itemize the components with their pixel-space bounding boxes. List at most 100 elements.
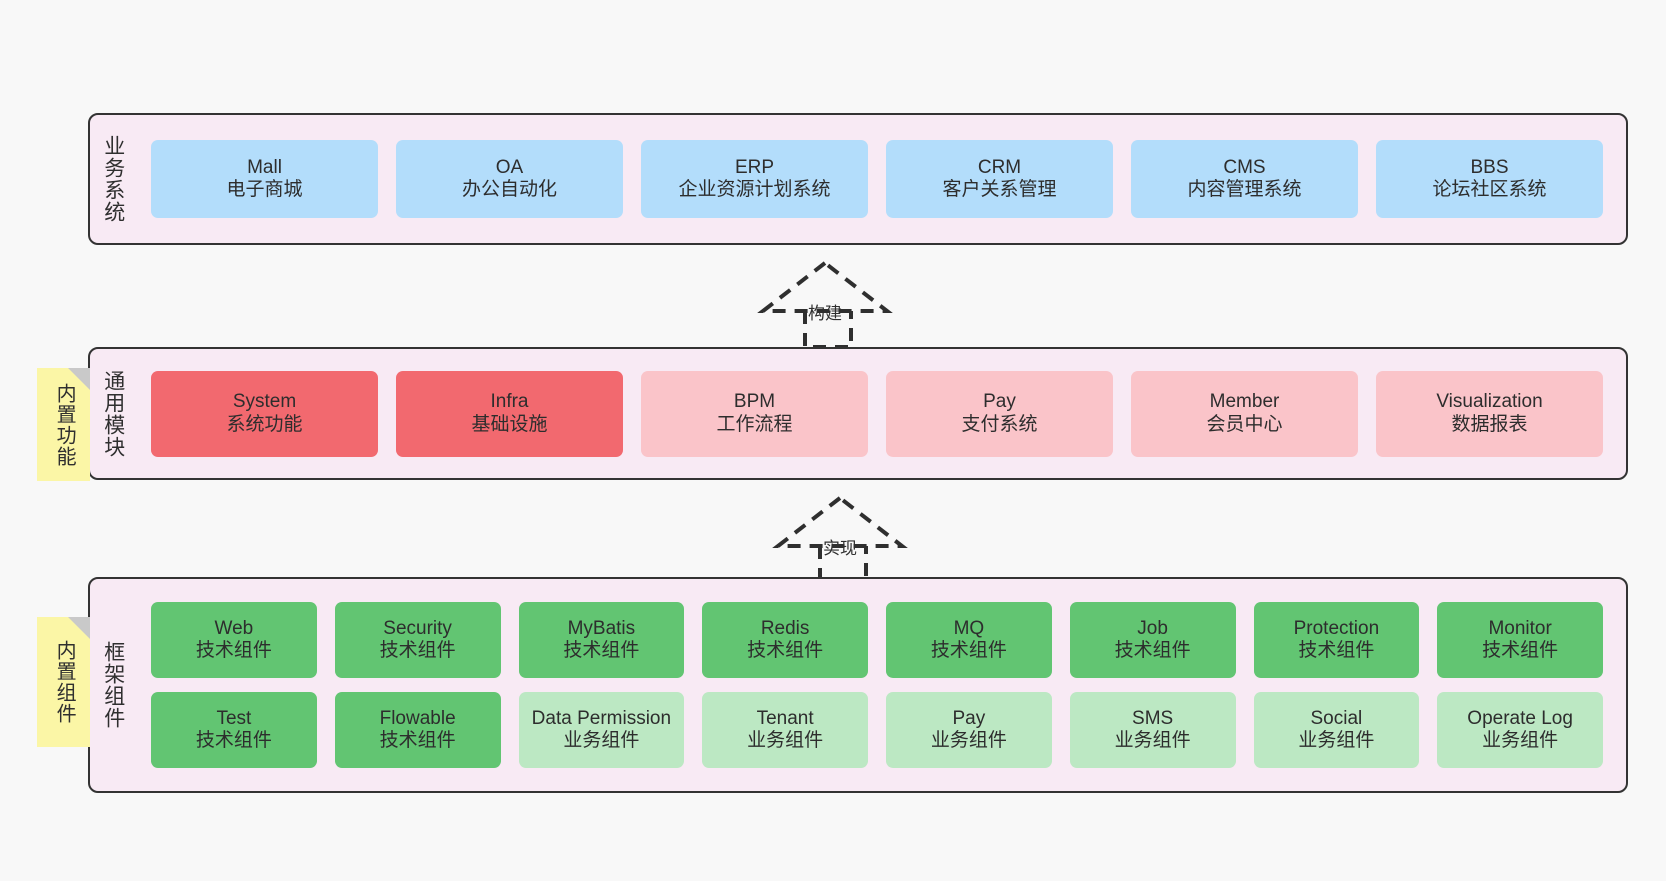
card-title-cn: 数据报表 bbox=[1451, 413, 1528, 435]
note-label: 内置组件 bbox=[53, 640, 76, 724]
card-title-cn: 技术组件 bbox=[195, 640, 272, 661]
card-social[interactable]: Social 业务组件 bbox=[1253, 692, 1420, 768]
card-security[interactable]: Security 技术组件 bbox=[334, 602, 501, 678]
card-title-en: Tenant bbox=[756, 707, 814, 729]
card-title-en: Member bbox=[1209, 391, 1280, 413]
card-title-cn: 技术组件 bbox=[379, 640, 456, 661]
layer-body-common-module: System 系统功能 Infra 基础设施 BPM 工作流程 bbox=[136, 349, 1626, 478]
card-title-en: Operate Log bbox=[1467, 707, 1573, 729]
card-title-en: BBS bbox=[1470, 156, 1509, 178]
card-operate-log[interactable]: Operate Log 业务组件 bbox=[1437, 692, 1603, 768]
card-title-cn: 客户关系管理 bbox=[942, 179, 1057, 200]
card-column: Security 技术组件 Flowable 技术组件 bbox=[326, 602, 510, 768]
card-title-cn: 内容管理系统 bbox=[1187, 179, 1302, 200]
card-sms[interactable]: SMS 业务组件 bbox=[1069, 692, 1236, 768]
card-title-cn: 会员中心 bbox=[1206, 413, 1283, 435]
card-title-en: Pay bbox=[983, 391, 1016, 413]
card-title-cn: 业务组件 bbox=[1114, 730, 1191, 751]
card-title-cn: 技术组件 bbox=[747, 640, 824, 661]
card-column: Protection 技术组件 Social 业务组件 bbox=[1245, 602, 1429, 768]
card-title-en: SMS bbox=[1132, 707, 1174, 729]
card-column: MyBatis 技术组件 Data Permission 业务组件 bbox=[510, 602, 694, 768]
card-mybatis[interactable]: MyBatis 技术组件 bbox=[518, 602, 685, 678]
card-erp[interactable]: ERP 企业资源计划系统 bbox=[641, 140, 868, 218]
card-title-cn: 业务组件 bbox=[563, 730, 640, 751]
card-slot: ERP 企业资源计划系统 bbox=[632, 140, 877, 218]
card-crm[interactable]: CRM 客户关系管理 bbox=[886, 140, 1113, 218]
card-slot: Mall 电子商城 bbox=[142, 140, 387, 218]
card-title-en: Social bbox=[1310, 707, 1363, 729]
card-title-cn: 技术组件 bbox=[1298, 640, 1375, 661]
card-oa[interactable]: OA 办公自动化 bbox=[396, 140, 623, 218]
connector-stem bbox=[803, 311, 853, 349]
card-title-en: Monitor bbox=[1488, 617, 1552, 639]
layer-business-system[interactable]: 业务系统 Mall 电子商城 OA 办公自动化 ERP bbox=[88, 113, 1628, 245]
card-title-en: OA bbox=[495, 156, 524, 178]
card-system[interactable]: System 系统功能 bbox=[151, 370, 378, 457]
card-mall[interactable]: Mall 电子商城 bbox=[151, 140, 378, 218]
card-title-cn: 支付系统 bbox=[961, 413, 1038, 435]
card-redis[interactable]: Redis 技术组件 bbox=[702, 602, 868, 678]
card-pay-component[interactable]: Pay 业务组件 bbox=[886, 692, 1052, 768]
layer-title-framework-component: 框架组件 bbox=[101, 641, 125, 729]
note-builtin-component[interactable]: 内置组件 bbox=[37, 617, 90, 747]
card-title-en: MyBatis bbox=[567, 617, 636, 639]
connector-implement: 实现 bbox=[760, 490, 930, 585]
card-data-permission[interactable]: Data Permission 业务组件 bbox=[518, 692, 685, 768]
card-mq[interactable]: MQ 技术组件 bbox=[886, 602, 1052, 678]
card-protection[interactable]: Protection 技术组件 bbox=[1253, 602, 1420, 678]
card-tenant[interactable]: Tenant 业务组件 bbox=[702, 692, 868, 768]
card-title-en: MQ bbox=[953, 617, 985, 639]
card-title-en: Flowable bbox=[379, 707, 456, 729]
card-title-en: Test bbox=[216, 707, 252, 729]
card-title-cn: 技术组件 bbox=[1482, 640, 1559, 661]
card-slot: Infra 基础设施 bbox=[387, 370, 632, 457]
card-title-cn: 技术组件 bbox=[930, 640, 1007, 661]
card-title-en: ERP bbox=[734, 156, 775, 178]
card-member[interactable]: Member 会员中心 bbox=[1131, 370, 1358, 457]
layer-framework-component[interactable]: 框架组件 Web 技术组件 Test 技术组件 Security bbox=[88, 577, 1628, 793]
card-title-cn: 电子商城 bbox=[226, 179, 303, 200]
layer-title-common-module: 通用模块 bbox=[101, 369, 125, 458]
card-title-cn: 论坛社区系统 bbox=[1432, 179, 1547, 200]
card-slot: BBS 论坛社区系统 bbox=[1367, 140, 1612, 218]
card-flowable[interactable]: Flowable 技术组件 bbox=[334, 692, 501, 768]
card-title-en: Redis bbox=[760, 617, 810, 639]
card-bbs[interactable]: BBS 论坛社区系统 bbox=[1376, 140, 1603, 218]
card-title-en: CMS bbox=[1223, 156, 1266, 178]
card-column: Monitor 技术组件 Operate Log 业务组件 bbox=[1428, 602, 1612, 768]
layer-body-framework-component: Web 技术组件 Test 技术组件 Security 技术组件 Flowabl… bbox=[136, 579, 1626, 791]
card-web[interactable]: Web 技术组件 bbox=[151, 602, 317, 678]
card-bpm[interactable]: BPM 工作流程 bbox=[641, 370, 868, 457]
card-monitor[interactable]: Monitor 技术组件 bbox=[1437, 602, 1603, 678]
card-title-en: Visualization bbox=[1436, 391, 1543, 413]
card-slot: OA 办公自动化 bbox=[387, 140, 632, 218]
connector-label-implement: 实现 bbox=[823, 539, 857, 558]
layer-body-business-system: Mall 电子商城 OA 办公自动化 ERP 企业资源计划系统 bbox=[136, 115, 1626, 243]
layer-common-module[interactable]: 通用模块 System 系统功能 Infra 基础设施 bbox=[88, 347, 1628, 480]
card-title-en: Security bbox=[383, 617, 452, 639]
card-title-en: Infra bbox=[490, 391, 529, 413]
card-title-cn: 工作流程 bbox=[716, 413, 793, 435]
card-title-cn: 系统功能 bbox=[226, 413, 303, 435]
card-infra[interactable]: Infra 基础设施 bbox=[396, 370, 623, 457]
card-title-cn: 业务组件 bbox=[747, 730, 824, 751]
note-builtin-function[interactable]: 内置功能 bbox=[37, 368, 90, 481]
card-title-en: BPM bbox=[733, 391, 776, 413]
card-slot: Visualization 数据报表 bbox=[1367, 370, 1612, 457]
card-row: System 系统功能 Infra 基础设施 BPM 工作流程 bbox=[142, 370, 1612, 457]
card-cms[interactable]: CMS 内容管理系统 bbox=[1131, 140, 1358, 218]
card-title-cn: 基础设施 bbox=[471, 413, 548, 435]
card-test[interactable]: Test 技术组件 bbox=[151, 692, 317, 768]
card-slot: Member 会员中心 bbox=[1122, 370, 1367, 457]
card-title-cn: 办公自动化 bbox=[461, 179, 557, 200]
card-slot: Pay 支付系统 bbox=[877, 370, 1122, 457]
card-title-cn: 企业资源计划系统 bbox=[678, 179, 831, 200]
card-title-en: Job bbox=[1137, 617, 1168, 639]
card-job[interactable]: Job 技术组件 bbox=[1069, 602, 1236, 678]
generalization-triangle-icon bbox=[757, 260, 893, 313]
card-visualization[interactable]: Visualization 数据报表 bbox=[1376, 370, 1603, 457]
connector-label-build: 构建 bbox=[808, 304, 842, 323]
card-pay-module[interactable]: Pay 支付系统 bbox=[886, 370, 1113, 457]
